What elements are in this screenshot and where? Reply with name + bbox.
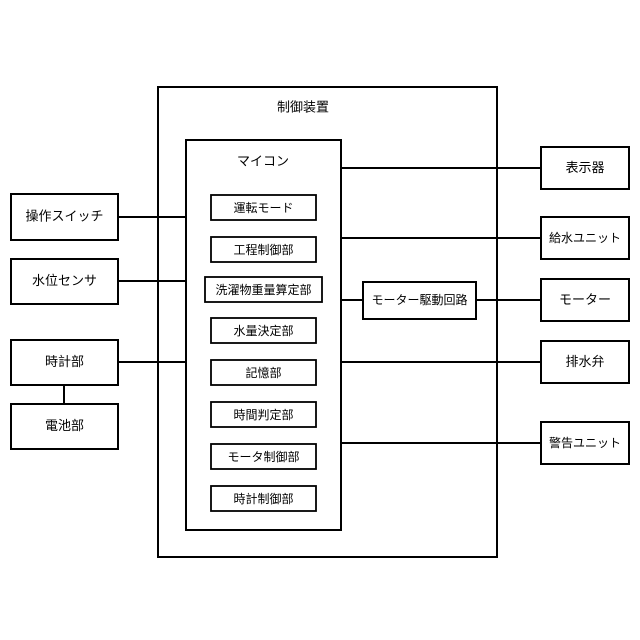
output-box[interactable] (540, 421, 630, 465)
micon-module-label: 時間判定部 (233, 407, 293, 422)
micon-module-box[interactable] (210, 359, 317, 386)
micon-module-box[interactable] (210, 194, 317, 221)
output-box[interactable] (540, 340, 630, 384)
input-box[interactable] (10, 339, 119, 386)
micon-module-laundry-weight-calc[interactable]: 洗濯物重量算定部 (204, 276, 323, 303)
micon-module-box[interactable] (210, 401, 317, 428)
micon-module-label: モータ制御部 (227, 449, 299, 464)
control-device-title: 制御装置 (277, 101, 329, 116)
input-label: 水位センサ (32, 274, 97, 289)
micon-module-water-amount-decision[interactable]: 水量決定部 (210, 317, 317, 344)
micon-module-label: 工程制御部 (233, 242, 293, 257)
output-motor[interactable]: モーター (540, 278, 630, 322)
input-battery-unit[interactable]: 電池部 (10, 403, 119, 450)
output-label: モーター (559, 293, 611, 308)
output-label: 排水弁 (565, 355, 604, 370)
micon-module-operation-mode[interactable]: 運転モード (210, 194, 317, 221)
micon-module-label: 水量決定部 (233, 323, 293, 338)
micon-module-box[interactable] (204, 276, 323, 303)
output-box[interactable] (540, 278, 630, 322)
input-label: 操作スイッチ (25, 209, 103, 225)
micon-module-box[interactable] (210, 443, 317, 470)
control-device-box (157, 86, 498, 558)
micon-module-box[interactable] (210, 485, 317, 512)
micon-box (185, 139, 342, 531)
output-display[interactable]: 表示器 (540, 146, 630, 190)
output-label: 警告ユニット (549, 435, 621, 450)
input-clock-unit[interactable]: 時計部 (10, 339, 119, 386)
micon-module-label: 運転モード (233, 201, 293, 215)
micon-title: マイコン (237, 155, 289, 170)
input-label: 時計部 (45, 354, 84, 370)
motor-drive-circuit-label: モーター駆動回路 (371, 292, 467, 307)
micon-module-process-control[interactable]: 工程制御部 (210, 236, 317, 263)
micon-module-label: 時計制御部 (233, 491, 293, 506)
motor-drive-circuit-box[interactable] (362, 281, 477, 320)
output-warning-unit[interactable]: 警告ユニット (540, 421, 630, 465)
micon-module-label: 記憶部 (245, 365, 281, 380)
input-label: 電池部 (45, 419, 84, 434)
micon-module-box[interactable] (210, 236, 317, 263)
input-box[interactable] (10, 258, 119, 305)
input-box[interactable] (10, 403, 119, 450)
micon-module-motor-control[interactable]: モータ制御部 (210, 443, 317, 470)
input-operation-switch[interactable]: 操作スイッチ (10, 193, 119, 241)
micon-module-time-judgement[interactable]: 時間判定部 (210, 401, 317, 428)
output-label: 表示器 (565, 161, 604, 176)
output-water-supply-unit[interactable]: 給水ユニット (540, 216, 630, 260)
motor-drive-circuit[interactable]: モーター駆動回路 (362, 281, 477, 320)
micon-module-memory[interactable]: 記憶部 (210, 359, 317, 386)
output-box[interactable] (540, 146, 630, 190)
output-label: 給水ユニット (549, 231, 621, 245)
connector-lines (63, 167, 541, 444)
output-box[interactable] (540, 216, 630, 260)
micon-module-label: 洗濯物重量算定部 (215, 282, 311, 297)
micon-module-clock-control[interactable]: 時計制御部 (210, 485, 317, 512)
input-box[interactable] (10, 193, 119, 241)
output-drain-valve[interactable]: 排水弁 (540, 340, 630, 384)
micon-module-box[interactable] (210, 317, 317, 344)
input-water-level-sensor[interactable]: 水位センサ (10, 258, 119, 305)
